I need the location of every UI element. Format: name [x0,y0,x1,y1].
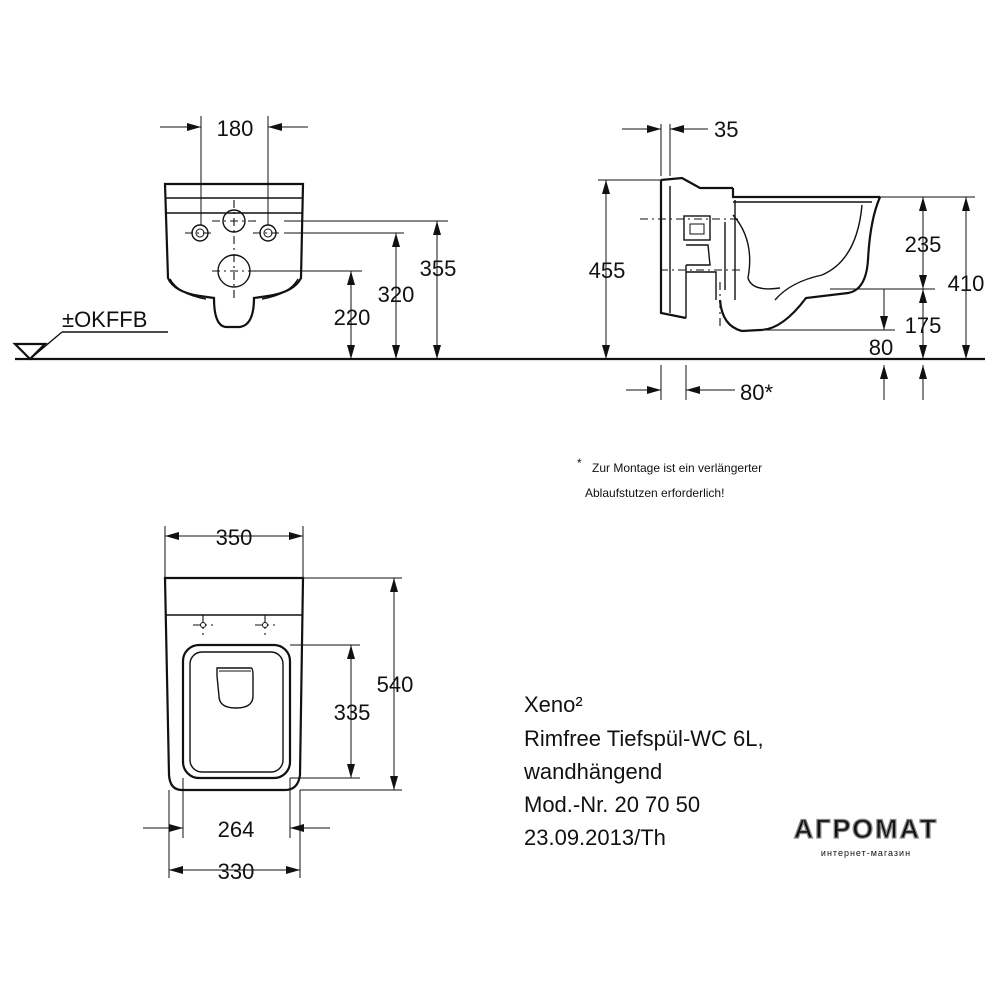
dim-80-star: 80* [626,365,773,405]
dim-80-label: 80 [869,335,893,360]
dim-335-label: 335 [334,700,371,725]
dim-175-label: 175 [905,313,942,338]
footnote-line-1: Zur Montage ist ein verlängerter [592,461,762,475]
dim-350: 350 [164,525,304,578]
dim-264: 264 [143,778,330,842]
title-mounting: wandhängend [523,759,662,784]
dim-410: 410 [948,197,985,359]
side-view [640,176,882,333]
footnote-marker: * [577,456,582,470]
title-block: Xeno² Rimfree Tiefspül-WC 6L, wandhängen… [523,692,764,850]
dim-355: 355 [420,221,457,359]
title-model-number: Mod.-Nr. 20 70 50 [524,792,700,817]
dim-35: 35 [622,117,738,176]
dim-540-label: 540 [377,672,414,697]
dim-320: 320 [378,233,415,359]
dim-330-label: 330 [218,859,255,884]
dim-350-label: 350 [216,525,253,550]
footnote-line-2: Ablaufstutzen erforderlich! [585,486,724,500]
dim-175: 175 [905,289,942,400]
dim-80-star-label: 80* [740,380,773,405]
watermark: АГРОМАТ интернет-магазин [793,813,939,858]
dim-264-label: 264 [218,817,255,842]
top-view [163,576,305,792]
floor-label: ±OKFFB [62,307,147,332]
watermark-subtitle: интернет-магазин [821,848,911,858]
dim-410-label: 410 [948,271,985,296]
dim-235-label: 235 [905,232,942,257]
side-dim-extension-lines [760,196,975,331]
title-description: Rimfree Tiefspül-WC 6L, [524,726,764,751]
dim-220: 220 [334,271,371,359]
dim-220-label: 220 [334,305,371,330]
dim-355-label: 355 [420,256,457,281]
dim-455-label: 455 [589,258,626,283]
dim-330: 330 [168,790,301,884]
front-view [163,182,305,329]
title-product-name: Xeno² [524,692,583,717]
dim-540: 540 [300,577,414,791]
front-dim-extension-lines [254,220,448,272]
dim-180-label: 180 [217,116,254,141]
dim-320-label: 320 [378,282,415,307]
dim-35-label: 35 [714,117,738,142]
dim-235: 235 [905,197,942,289]
floor-symbol: ±OKFFB [12,307,168,361]
dim-80: 80 [869,289,893,400]
watermark-logo: АГРОМАТ [794,814,939,844]
dim-180: 180 [160,116,308,225]
title-date: 23.09.2013/Th [524,825,666,850]
footnote: * Zur Montage ist ein verlängerter Ablau… [577,456,762,500]
dim-455: 455 [589,179,661,359]
dim-335: 335 [290,644,371,779]
